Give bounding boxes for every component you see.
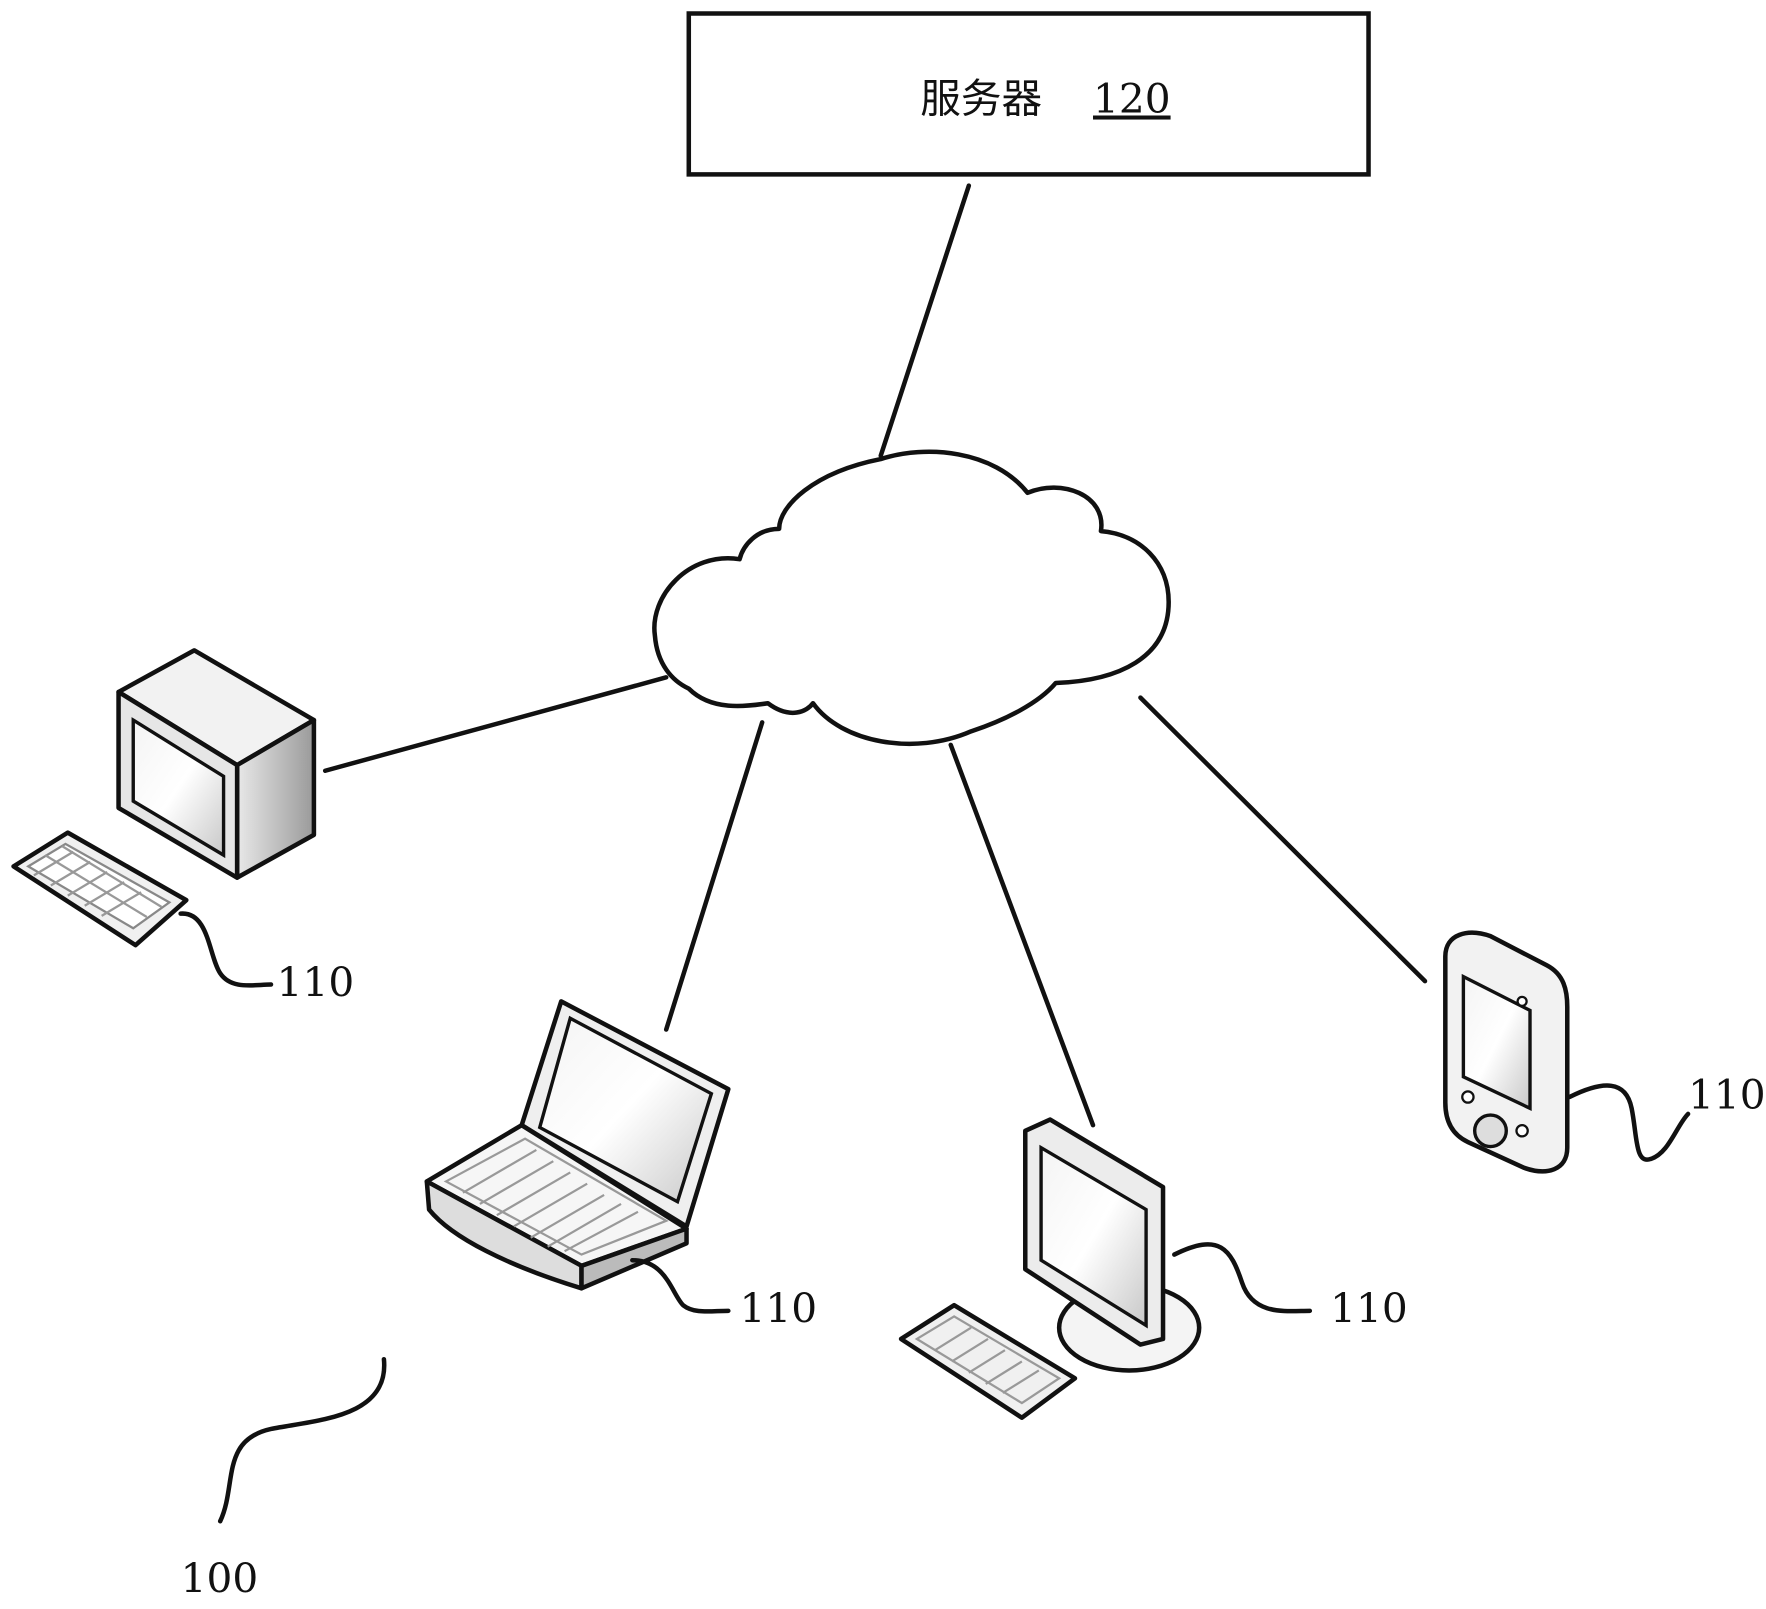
server-ref: 120: [1093, 75, 1171, 123]
ref-label-monitor: 110: [1330, 1284, 1408, 1332]
laptop: 110: [424, 999, 818, 1332]
cloud-icon: [652, 449, 1171, 747]
ref-label-desktop: 110: [277, 958, 355, 1006]
ref-label-laptop: 110: [740, 1284, 818, 1332]
mobile-phone: 110: [1443, 930, 1766, 1174]
keyboard-keys: [26, 842, 172, 930]
desktop-computer: 110: [11, 648, 355, 1006]
server-label: 服务器: [920, 75, 1042, 123]
server-box: 服务器 120: [686, 11, 1371, 177]
ref-label-phone: 110: [1688, 1070, 1766, 1118]
connection-lines: [322, 183, 1428, 1128]
ref-label-system: 100: [181, 1554, 259, 1602]
system-reference: 100: [181, 1356, 387, 1602]
monitor-computer: 110: [898, 1117, 1408, 1420]
